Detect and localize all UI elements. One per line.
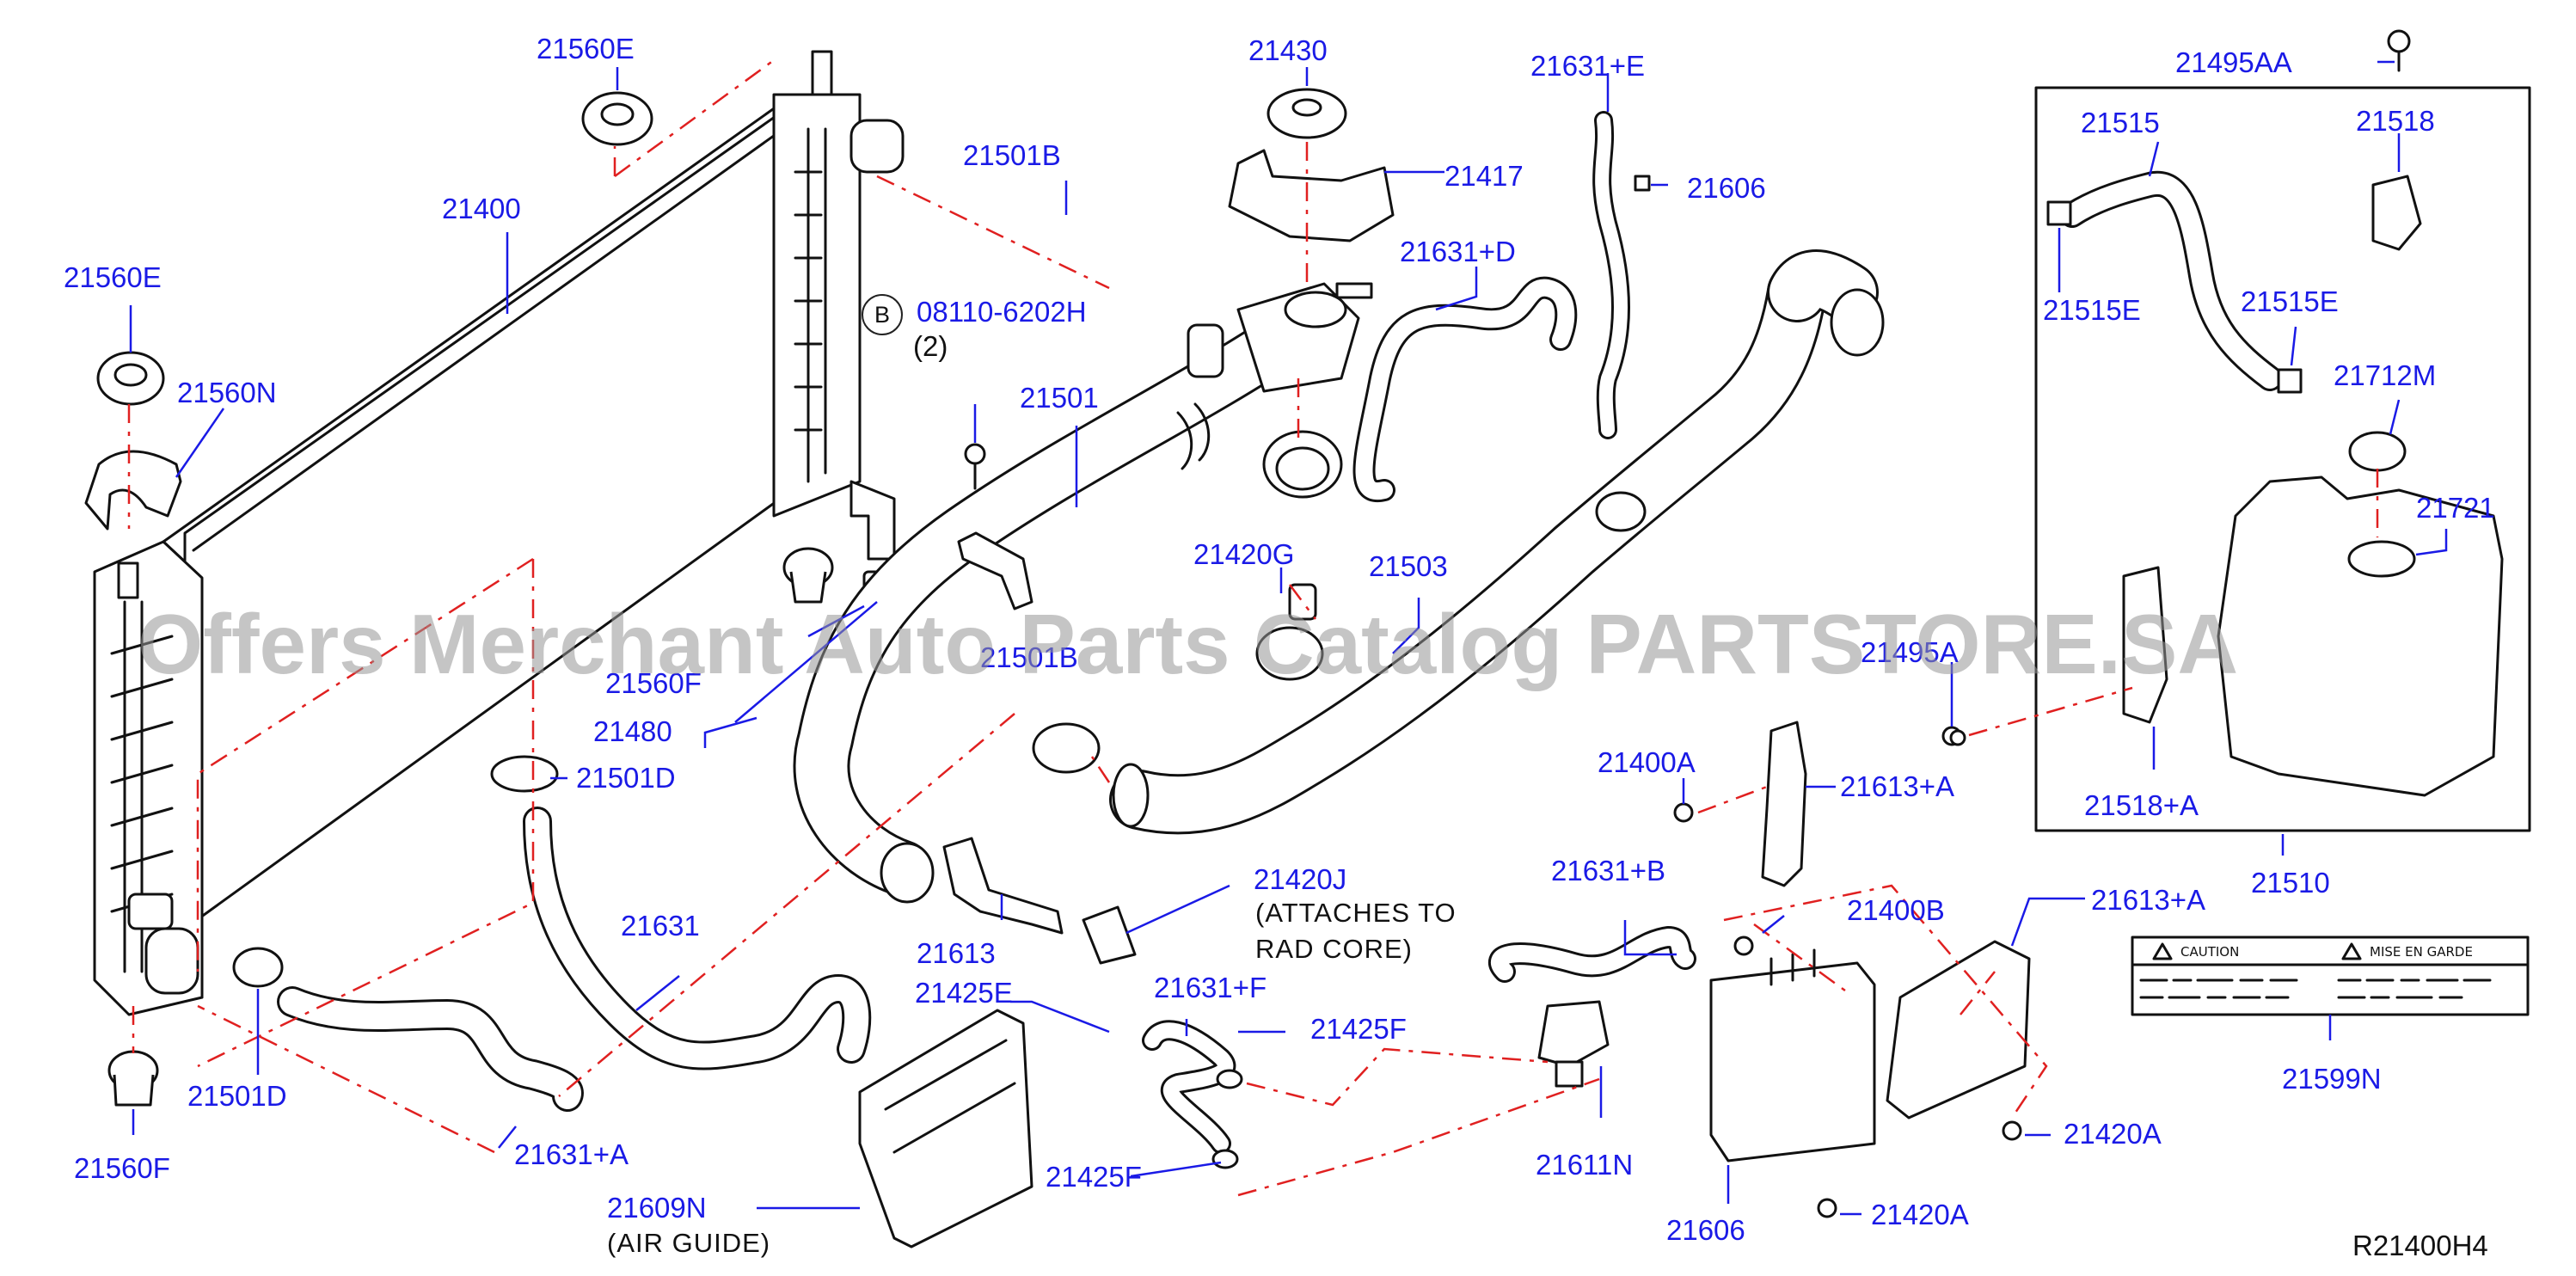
radiator bbox=[93, 50, 905, 1016]
label-21560F-mid: 21560F bbox=[605, 667, 702, 699]
label-21613A-mid: 21613+A bbox=[1840, 770, 1955, 802]
label-21606-bot: 21606 bbox=[1666, 1214, 1745, 1246]
label-21501B-top: 21501B bbox=[963, 139, 1061, 171]
label-21501D-bot: 21501D bbox=[187, 1080, 287, 1112]
label-21495A: 21495A bbox=[1861, 636, 1959, 668]
note-rad-core: RAD CORE) bbox=[1255, 934, 1413, 964]
assembly-lines bbox=[127, 58, 2379, 1197]
label-21631: 21631 bbox=[621, 910, 700, 942]
label-21518: 21518 bbox=[2356, 105, 2435, 137]
watermark-text: Offers Merchant Auto Parts Catalog PARTS… bbox=[138, 597, 2239, 691]
label-21613A-right: 21613+A bbox=[2091, 884, 2206, 916]
label-21501B-mid: 21501B bbox=[980, 641, 1078, 673]
label-21420A-right: 21420A bbox=[2064, 1118, 2162, 1150]
label-21425E: 21425E bbox=[915, 977, 1013, 1009]
b-circle-marker: B bbox=[862, 294, 903, 335]
note-attaches-to: (ATTACHES TO bbox=[1255, 898, 1457, 928]
grommets bbox=[84, 91, 892, 1107]
label-08110-6202H: 08110-6202H bbox=[917, 296, 1087, 328]
reservoir-group bbox=[1949, 29, 2531, 832]
label-21606-top: 21606 bbox=[1687, 172, 1766, 204]
label-21631F: 21631+F bbox=[1154, 972, 1267, 1003]
diagram-reference-code: R21400H4 bbox=[2352, 1230, 2488, 1261]
label-21501: 21501 bbox=[1020, 382, 1099, 414]
label-21430: 21430 bbox=[1248, 34, 1328, 66]
label-21560E-top: 21560E bbox=[537, 33, 635, 64]
label-21515E-left: 21515E bbox=[2043, 294, 2141, 326]
label-21420J: 21420J bbox=[1254, 863, 1347, 895]
label-21501D-mid: 21501D bbox=[576, 762, 676, 794]
label-21417: 21417 bbox=[1444, 160, 1524, 192]
lower-hose bbox=[1109, 249, 1885, 835]
label-21609N: 21609N bbox=[607, 1192, 707, 1224]
label-21599N: 21599N bbox=[2282, 1063, 2382, 1095]
label-21631A: 21631+A bbox=[514, 1138, 629, 1170]
label-21560F-bot: 21560F bbox=[74, 1152, 170, 1184]
label-21420A-bot: 21420A bbox=[1871, 1199, 1969, 1230]
label-21631B: 21631+B bbox=[1551, 855, 1666, 886]
label-21400: 21400 bbox=[442, 193, 521, 224]
label-21631E: 21631+E bbox=[1530, 50, 1646, 82]
label-21518A: 21518+A bbox=[2084, 789, 2199, 821]
air-guide bbox=[858, 1009, 1033, 1248]
mise-en-garde-text: MISE EN GARDE bbox=[2370, 944, 2473, 960]
label-21480: 21480 bbox=[593, 715, 672, 747]
label-21515E-right: 21515E bbox=[2241, 285, 2339, 317]
label-21613: 21613 bbox=[917, 937, 996, 969]
label-21503: 21503 bbox=[1369, 550, 1448, 582]
label-21631D: 21631+D bbox=[1400, 236, 1516, 267]
label-21400A: 21400A bbox=[1598, 746, 1696, 778]
label-21712M: 21712M bbox=[2334, 359, 2437, 391]
upper-hose bbox=[793, 88, 1395, 904]
label-21560N: 21560N bbox=[177, 377, 277, 408]
label-21721: 21721 bbox=[2416, 492, 2495, 524]
label-21495AA: 21495AA bbox=[2175, 46, 2292, 78]
label-21515: 21515 bbox=[2081, 107, 2160, 138]
label-21425F-top: 21425F bbox=[1310, 1013, 1407, 1045]
label-qty-2: (2) bbox=[913, 330, 948, 362]
label-21400B: 21400B bbox=[1847, 894, 1945, 926]
label-21560E-left: 21560E bbox=[64, 261, 162, 293]
label-21420G: 21420G bbox=[1193, 538, 1295, 570]
label-21510: 21510 bbox=[2251, 867, 2330, 899]
label-21425F-bot: 21425F bbox=[1046, 1161, 1142, 1193]
leader-lines bbox=[129, 60, 2448, 1216]
small-hoses bbox=[232, 111, 1696, 1169]
caution-text: CAUTION bbox=[2180, 944, 2240, 960]
note-air-guide: (AIR GUIDE) bbox=[607, 1228, 771, 1258]
label-21611N: 21611N bbox=[1536, 1149, 1634, 1181]
